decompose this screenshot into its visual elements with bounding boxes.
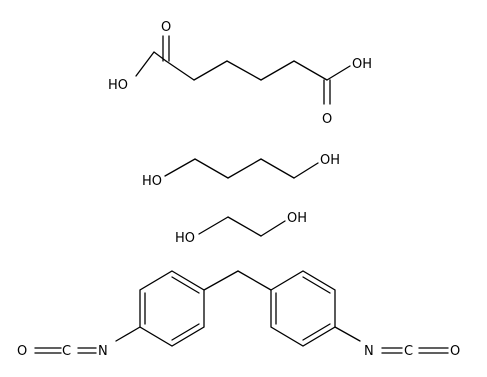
adipic-ho-label: HO — [108, 78, 128, 93]
adipic-o-top-label: O — [161, 20, 171, 35]
adipic-acid-structure: O HO OH O — [108, 20, 372, 127]
mdi-n-right-label: N — [364, 344, 374, 359]
ethylene-glycol-structure: HO OH — [175, 211, 307, 246]
adipic-o-bottom-label: O — [322, 112, 332, 127]
ethylene-glycol-ho-label: HO — [175, 231, 195, 246]
mdi-c-left-label: C — [62, 344, 71, 359]
mdi-n-left-label: N — [98, 344, 108, 359]
butanediol-oh-label: OH — [320, 153, 340, 168]
butanediol-ho-label: HO — [142, 174, 162, 189]
mdi-structure: O C N N C O — [17, 270, 460, 359]
mdi-c-right-label: C — [404, 344, 413, 359]
mdi-o-right-label: O — [450, 344, 460, 359]
butanediol-structure: HO OH — [142, 153, 340, 189]
mdi-o-left-label: O — [17, 344, 27, 359]
ethylene-glycol-oh-label: OH — [287, 211, 307, 226]
adipic-oh-label: OH — [352, 57, 372, 72]
